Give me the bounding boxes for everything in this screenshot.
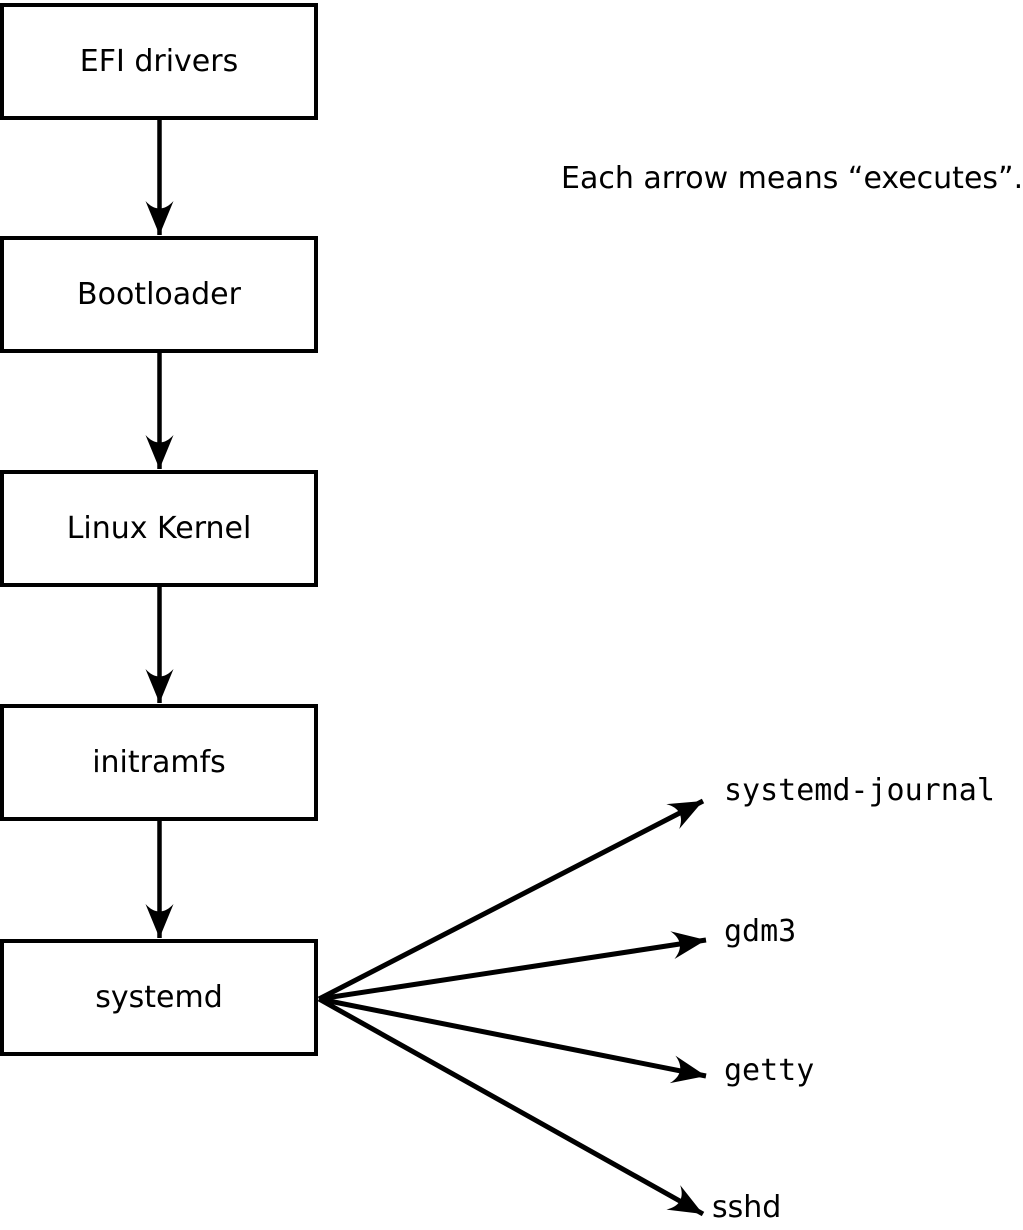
node-label: systemd	[95, 979, 223, 1015]
node-initramfs: initramfs	[0, 704, 318, 821]
node-bootloader: Bootloader	[0, 236, 318, 353]
node-label: EFI drivers	[79, 43, 239, 79]
spawn-label-systemd-journal: systemd-journal	[724, 773, 995, 808]
spawn-label-getty: getty	[724, 1053, 815, 1088]
node-linux-kernel: Linux Kernel	[0, 470, 318, 587]
node-efi-drivers: EFI drivers	[0, 3, 318, 120]
arrow-meaning-note: Each arrow means “executes”.	[561, 161, 1023, 196]
node-label: Linux Kernel	[66, 510, 252, 546]
spawn-label-gdm3: gdm3	[724, 914, 797, 949]
arrow-systemd-to-gdm3	[318, 931, 707, 1002]
arrow-systemd-to-journal	[317, 798, 705, 1002]
node-systemd: systemd	[0, 939, 318, 1056]
spawn-label-sshd: sshd	[712, 1190, 782, 1225]
node-label: Bootloader	[77, 276, 241, 312]
node-label: initramfs	[92, 744, 226, 780]
arrow-systemd-to-getty	[318, 996, 707, 1084]
arrow-systemd-to-sshd	[317, 996, 705, 1217]
